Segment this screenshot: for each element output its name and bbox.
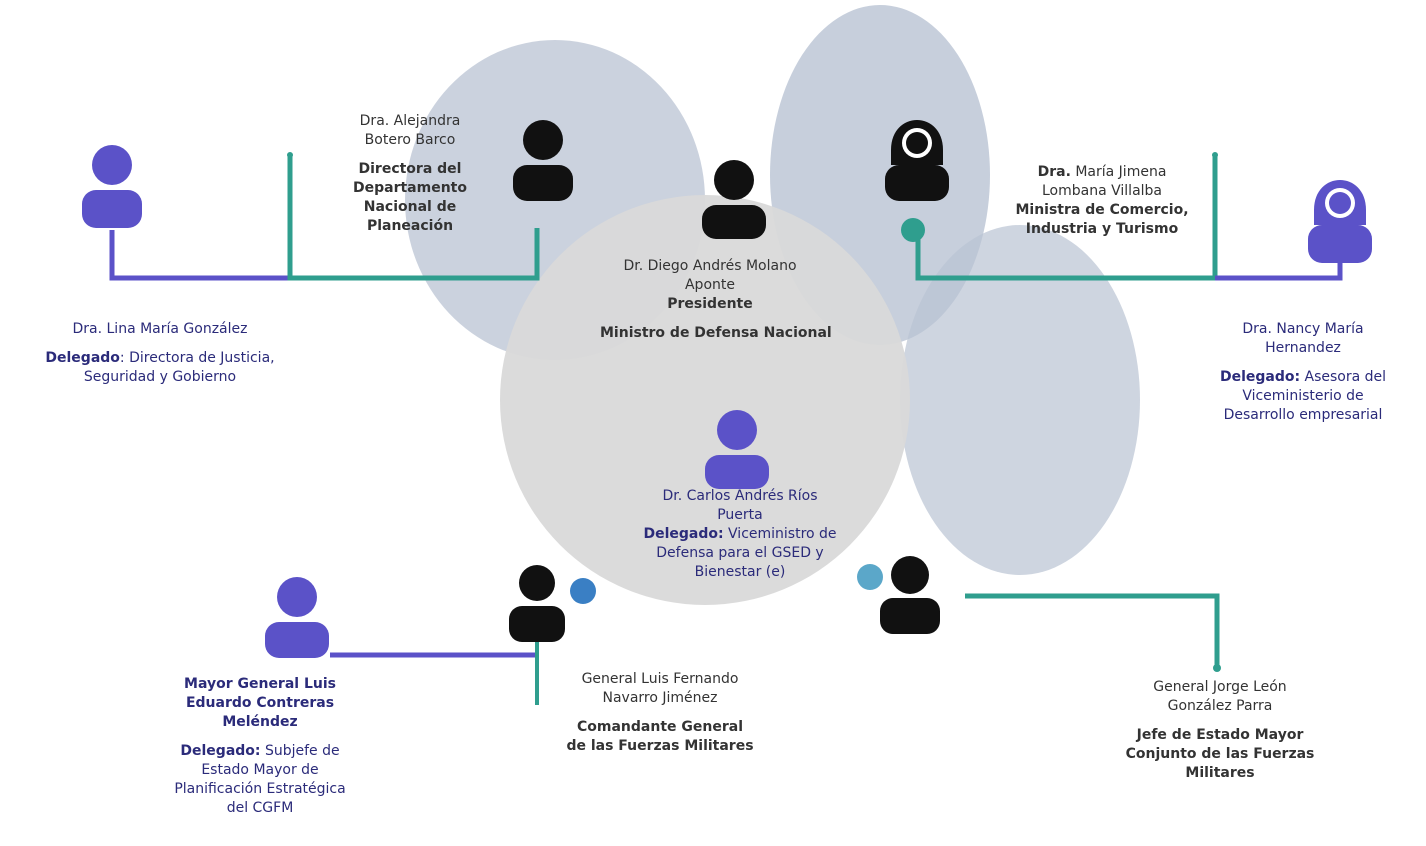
member-title: Ministro de Defensa Nacional	[600, 325, 832, 341]
member-name: Dr. Carlos Andrés Ríos	[662, 488, 818, 504]
member-title: Militares	[1185, 765, 1255, 781]
member-title: de las Fuerzas Militares	[566, 738, 754, 754]
member-name: Dra. Nancy María	[1242, 321, 1364, 337]
planeacion-label: Dra. Alejandra Botero Barco Directora de…	[335, 112, 485, 236]
member-title: Comandante General	[577, 719, 743, 735]
pin-comercio-top	[1212, 152, 1218, 158]
comercio-label: Dra. María Jimena Lombana Villalba Minis…	[992, 163, 1212, 239]
member-name: Dra. Alejandra	[359, 113, 461, 129]
delegate-role: Estado Mayor de	[201, 762, 319, 778]
president-label: Dr. Diego Andrés Molano Aponte President…	[600, 257, 832, 343]
connector-planeacion	[287, 155, 540, 281]
delegate-role: Desarrollo empresarial	[1223, 407, 1383, 423]
member-title: Industria y Turismo	[1025, 221, 1179, 237]
delegate-role: Subjefe de	[260, 743, 340, 759]
member-name: Botero Barco	[364, 132, 456, 148]
member-title: Nacional de	[363, 199, 457, 215]
member-title: Jefe de Estado Mayor	[1136, 727, 1304, 743]
member-title: Planeación	[366, 218, 454, 234]
jefe-label: General Jorge León González Parra Jefe d…	[1105, 678, 1335, 783]
comercio-delegate-label: Dra. Nancy María Hernandez Delegado: Ase…	[1190, 320, 1416, 425]
delegate-label: Delegado:	[643, 526, 724, 542]
delegate-role: : Directora de Justicia,	[119, 350, 275, 366]
member-name: Hernandez	[1265, 340, 1341, 356]
comandante-label: General Luis Fernando Navarro Jiménez Co…	[545, 670, 775, 756]
male-person-icon	[702, 160, 766, 239]
delegate-role: Seguridad y Gobierno	[83, 369, 237, 385]
member-name: Dr. Diego Andrés Molano	[623, 258, 797, 274]
connector-planeacion-delegate	[109, 230, 290, 281]
planeacion-delegate-label: Dra. Lina María González Delegado: Direc…	[10, 320, 310, 387]
male-person-icon	[265, 577, 329, 658]
delegate-label: Delegado:	[1219, 369, 1301, 385]
member-name: Lombana Villalba	[1042, 183, 1162, 199]
member-role: Presidente	[667, 296, 753, 312]
member-name: González Parra	[1167, 698, 1273, 714]
delegate-role: Viceministerio de	[1242, 388, 1364, 404]
member-name: Aponte	[684, 277, 735, 293]
member-title: Directora del	[358, 161, 462, 177]
center-circle	[500, 195, 910, 605]
male-person-icon	[880, 556, 940, 634]
pin-jefe	[857, 564, 883, 590]
member-name: Meléndez	[222, 714, 298, 730]
male-person-icon	[705, 410, 769, 489]
member-name: General Jorge León	[1153, 679, 1287, 695]
member-name: Dra. Lina María González	[72, 321, 248, 337]
bubble-right-mid	[900, 225, 1140, 575]
delegate-role: Asesora del	[1300, 369, 1387, 385]
member-title: Ministra de Comercio,	[1015, 202, 1189, 218]
male-person-icon	[509, 565, 565, 642]
member-name: Puerta	[717, 507, 763, 523]
member-name: Mayor General Luis	[184, 676, 336, 692]
delegate-role: Viceministro de	[728, 526, 837, 542]
connector-comercio	[915, 155, 1218, 281]
female-person-icon	[1308, 180, 1372, 263]
pin-comandante	[570, 578, 596, 604]
delegate-label: Delegado	[45, 350, 120, 366]
female-person-icon	[885, 120, 949, 201]
member-title: Conjunto de las Fuerzas	[1125, 746, 1315, 762]
member-name: Eduardo Contreras	[185, 695, 335, 711]
pin-comercio	[901, 218, 925, 242]
delegate-role: Planificación Estratégica	[174, 781, 346, 797]
delegate-label: Delegado:	[180, 743, 261, 759]
comandante-delegate-label: Mayor General Luis Eduardo Contreras Mel…	[130, 675, 390, 818]
member-title: Departamento	[353, 180, 467, 196]
male-person-icon	[82, 145, 142, 228]
pin-jefe-bottom	[1213, 664, 1221, 672]
member-name: General Luis Fernando	[581, 671, 739, 687]
delegate-role: Defensa para el GSED y	[656, 545, 824, 561]
delegate-role: del CGFM	[226, 800, 294, 816]
pin-planeacion	[287, 152, 293, 158]
delegate-role: Bienestar (e)	[694, 564, 786, 580]
member-name: María Jimena	[1070, 164, 1167, 180]
connector-jefe	[965, 593, 1220, 668]
member-name-prefix: Dra.	[1037, 164, 1071, 180]
president-delegate-label: Dr. Carlos Andrés Ríos Puerta Delegado: …	[615, 487, 865, 582]
member-name: Navarro Jiménez	[602, 690, 718, 706]
connector-comercio-delegate	[1215, 262, 1343, 281]
male-person-icon	[513, 120, 573, 201]
